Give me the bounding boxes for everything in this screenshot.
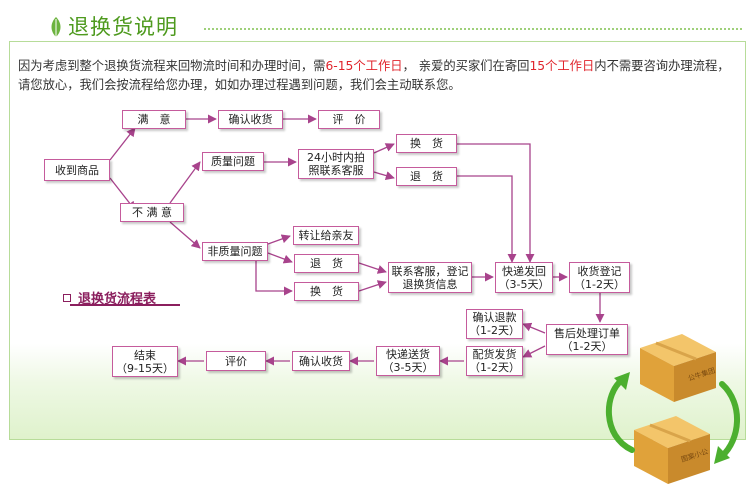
node-express-send: 快递发回 （3-5天） (495, 262, 553, 293)
top-box-icon: 公牛集团 (640, 334, 716, 402)
connector-return-register (358, 262, 387, 274)
header-bar: 退换货说明 (0, 0, 749, 58)
node-confirm-refund: 确认退款 （1-2天） (466, 309, 523, 339)
connector-nonquality-transfer (267, 234, 291, 245)
bottom-box-icon: 图案小公 (634, 416, 710, 484)
node-exchange-mid: 换 货 (294, 282, 359, 301)
node-quality-issue: 质量问题 (202, 152, 264, 171)
node-confirm-receipt-bottom: 确认收货 (292, 351, 350, 371)
node-review-bottom: 评价 (206, 351, 266, 371)
flow-title-bullet (63, 294, 71, 302)
connector-nonquality-exchange (255, 259, 293, 296)
leaf-icon (51, 17, 61, 37)
title-divider (204, 28, 742, 30)
node-register-info: 联系客服，登记 退换货信息 (388, 262, 472, 293)
connector-contact-return (373, 171, 395, 181)
node-receive-goods: 收到商品 (44, 159, 110, 181)
connector-unsatisfied-quality (169, 161, 201, 204)
flow-chart-title: 退换货流程表 (78, 292, 157, 307)
connector-exchange-express (457, 143, 535, 263)
connector-receive-satisfied (109, 127, 136, 161)
node-review-top: 评 价 (318, 110, 380, 129)
intro-text-2: ， 亲爱的买家们在寄回 (402, 59, 530, 73)
flow-title-underline (70, 304, 180, 306)
connector-return-express (457, 175, 517, 263)
node-confirm-receipt-top: 确认收货 (218, 110, 283, 129)
node-exchange-top: 换 货 (396, 134, 457, 153)
shipping-boxes-illustration: 公牛集团 图案小公 (606, 334, 740, 484)
node-ship-goods: 配货发货 （1-2天） (466, 346, 523, 376)
node-return-top: 退 货 (396, 167, 457, 186)
node-after-sale-order: 售后处理订单 （1-2天） (546, 324, 628, 355)
connector-aftersale-ship (522, 345, 546, 358)
intro-highlight-workdays: 15个工作日 (529, 59, 595, 73)
connector-aftersale-refund (522, 322, 546, 334)
node-satisfied: 满 意 (122, 110, 186, 129)
node-express-deliver: 快递送货 （3-5天） (376, 346, 440, 376)
page-title: 退换货说明 (68, 15, 178, 39)
node-end: 结束 （9-15天） (112, 346, 178, 377)
node-contact-24h: 24小时内拍 照联系客服 (298, 149, 374, 179)
node-return-mid: 退 货 (294, 254, 359, 273)
cycle-arrows-icon (606, 377, 740, 459)
connector-nonquality-return (267, 252, 293, 264)
intro-text-3: 内不需要咨询办理流程，请您放心，我们会按流程给您办理，如如办理过程遇到问题，我们… (18, 59, 730, 92)
connector-unsatisfied-nonquality (169, 221, 201, 249)
intro-text-1: 因为考虑到整个退换货流程来回物流时间和办理时间，需 (18, 59, 326, 73)
connector-exchange-register (358, 280, 387, 292)
intro-paragraph: 因为考虑到整个退换货流程来回物流时间和办理时间，需6-15个工作日， 亲爱的买家… (18, 57, 730, 95)
intro-highlight-days: 6-15个工作日 (325, 59, 403, 73)
node-non-quality-issue: 非质量问题 (202, 242, 268, 261)
connector-contact-exchange (373, 143, 395, 154)
node-unsatisfied: 不 满 意 (120, 203, 184, 222)
node-transfer-friend: 转让给亲友 (293, 226, 359, 245)
node-receipt-register: 收货登记 （1-2天） (569, 262, 630, 293)
